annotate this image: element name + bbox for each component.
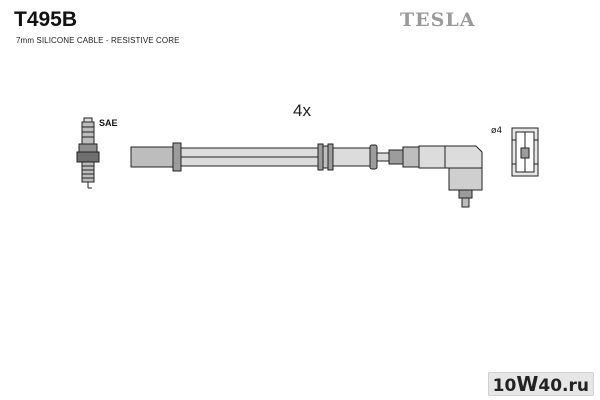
watermark-suffix: 40.ru: [538, 376, 589, 396]
quantity-label: 4x: [293, 101, 311, 120]
watermark-prefix: 10: [492, 376, 517, 396]
site-watermark: 10W40.ru: [487, 372, 594, 396]
watermark-w: W: [516, 372, 539, 396]
spark-plug-icon: [76, 117, 100, 189]
terminal-detail-icon: [511, 127, 539, 177]
brand-logo: TESLA: [400, 9, 476, 31]
terminal-diameter-label: ø4: [491, 126, 503, 136]
part-number: T495B: [14, 8, 78, 31]
spark-plug-type-label: SAE: [99, 118, 118, 128]
ignition-lead: [130, 142, 483, 208]
cable-spec: 7mm SILICONE CABLE - RESISTIVE CORE: [16, 36, 180, 45]
